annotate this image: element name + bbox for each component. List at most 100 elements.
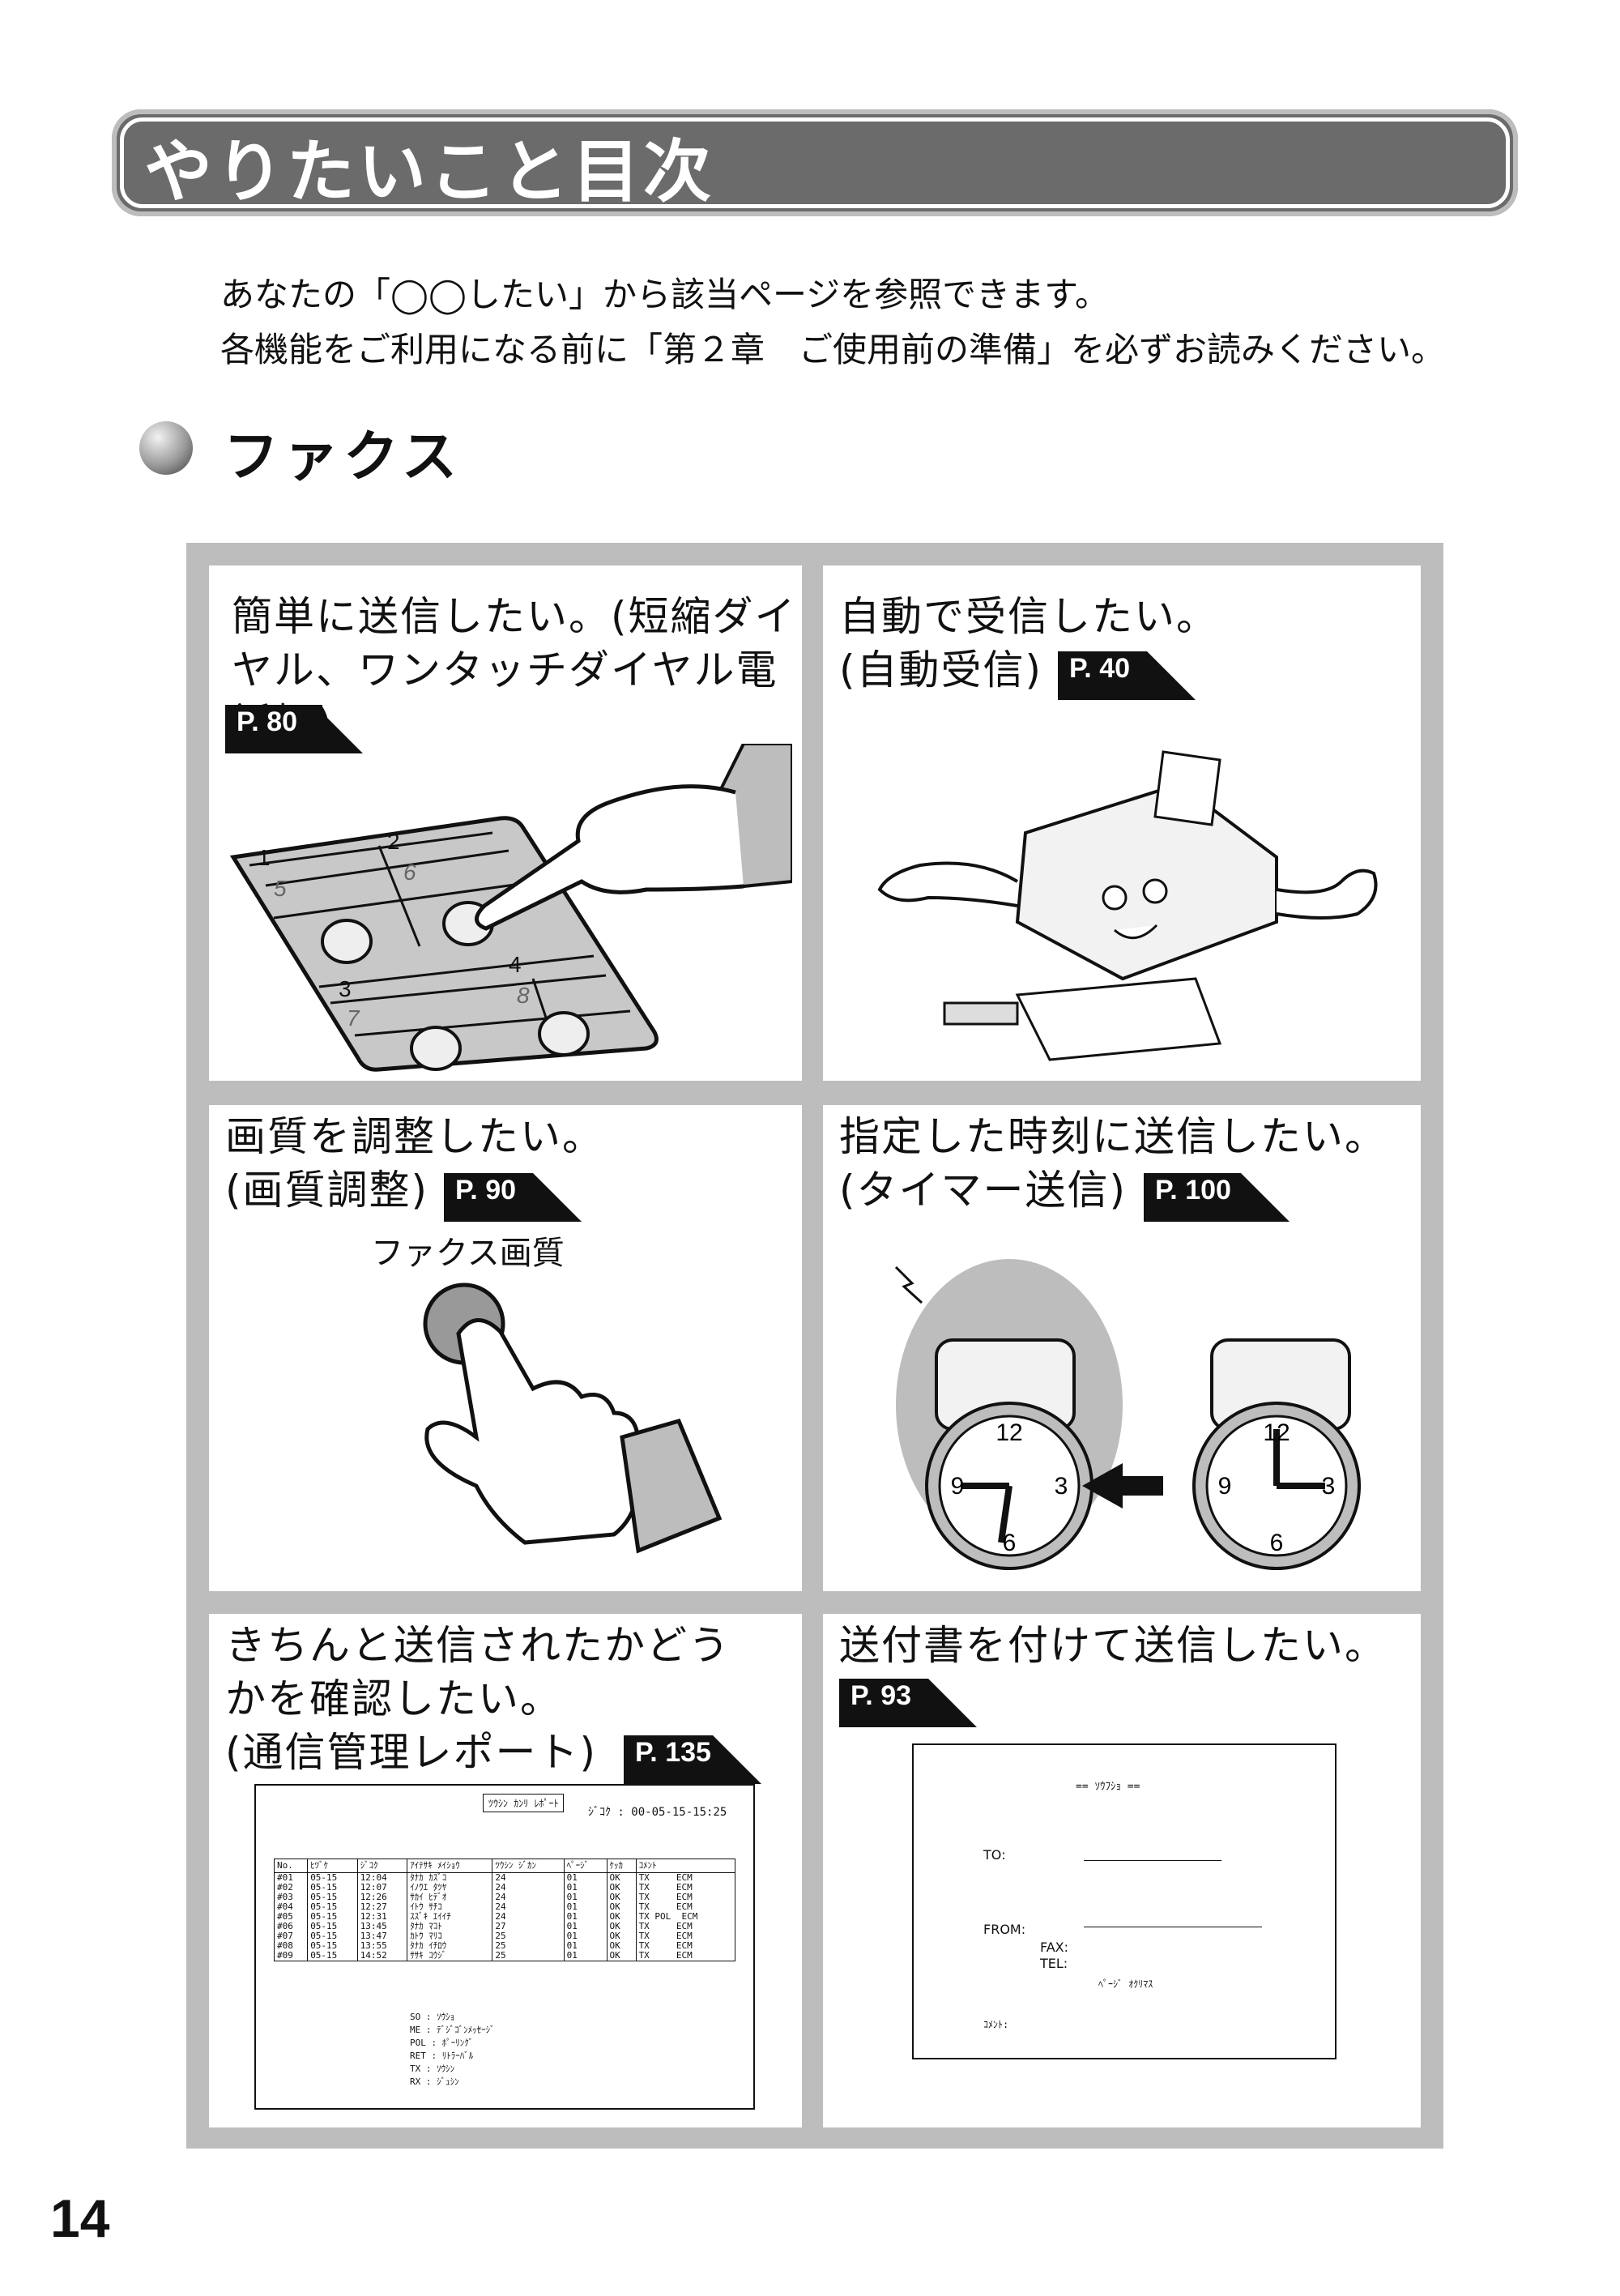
report-cell: #03 [273,1893,309,1902]
report-header-cell: ｼﾞｺｸ [356,1859,408,1873]
clock-9: 9 [1218,1473,1232,1500]
cover-comment-label: ｺﾒﾝﾄ: [983,2019,1009,2030]
report-cell: ﾀﾅｶ ｲﾁﾛｳ [407,1941,493,1951]
report-cell: 05-15 [307,1883,358,1893]
report-header-cell: ﾍﾟｰｼﾞ [563,1859,608,1873]
page-ref-label: P. 40 [1069,653,1131,684]
report-cell: 01 [563,1951,608,1961]
report-cell: TX ECM [635,1951,736,1961]
page-ref-tag[interactable]: P. 135 [624,1735,761,1784]
section-bullet-icon [139,421,193,475]
clock-12: 12 [995,1419,1022,1446]
cell-timer-send: 指定した時刻に送信したい。 (タイマー送信) P. 100 12 3 6 9 [823,1105,1421,1591]
report-cell: TX ECM [635,1941,736,1951]
key-label-1: 1 [258,845,271,870]
report-cell: 05-15 [307,1922,358,1931]
cell-title-line-1: 画質を調整したい。 [225,1113,604,1160]
report-header-row: No.ﾋﾂﾞｹｼﾞｺｸｱｲﾃｻｷ ﾒｲｼｮｳﾂｳｼﾝ ｼﾞｶﾝﾍﾟｰｼﾞｹｯｶｺ… [273,1859,736,1873]
report-cell: TX ECM [635,1922,736,1931]
report-sheet: ﾂｳｼﾝ ｶﾝﾘ ﾚﾎﾟｰﾄ ｼﾞｺｸ : 00-05-15-15:25 No.… [254,1784,755,2110]
report-cell: 05-15 [307,1893,358,1902]
cell-title-line-2: かを確認したい。 [225,1675,562,1722]
report-cell: OK [606,1912,637,1922]
report-legend-item: RX : ｼﾞｭｼﾝ [410,2076,459,2087]
speed-dial-panel-illustration: 1 2 5 6 3 4 7 8 [229,744,792,1072]
key-label-6: 6 [403,860,416,885]
report-cell: 27 [492,1922,565,1931]
tag-arrow-icon [225,705,363,753]
cover-to-line [1084,1860,1221,1861]
timer-clocks-illustration: 12 3 6 9 12 3 6 9 [894,1259,1361,1570]
report-cell: 12:27 [356,1902,408,1912]
tag-arrow-icon [444,1173,582,1222]
report-cell: 01 [563,1883,608,1893]
report-header-cell: No. [273,1859,309,1873]
report-cell: 24 [492,1872,565,1883]
report-header-cell: ｺﾒﾝﾄ [635,1859,736,1873]
ring-icon [894,1265,923,1304]
cell-title-line-1: 自動で受信したい。 [839,593,1218,640]
report-cell: TX ECM [635,1931,736,1941]
report-cell: 12:26 [356,1893,408,1902]
cover-tel-label: TEL: [1040,1956,1068,1971]
key-label-2: 2 [387,829,400,854]
section-title: ファクス [224,425,462,489]
report-cell: 24 [492,1883,565,1893]
report-header-cell: ｱｲﾃｻｷ ﾒｲｼｮｳ [407,1859,493,1873]
report-legend-item: SO : ｿｳｼｮ [410,2012,455,2022]
cell-title-line-2: (タイマー送信) [839,1167,1128,1214]
report-cell: #06 [273,1922,309,1931]
report-cell: 05-15 [307,1931,358,1941]
clock-3: 3 [1322,1473,1336,1500]
report-cell: #05 [273,1912,309,1922]
report-legend-item: POL : ﾎﾟｰﾘﾝｸﾞ [410,2038,474,2048]
report-cell: 13:55 [356,1941,408,1951]
report-cell: #01 [273,1872,309,1883]
report-cell: TX POL ECM [635,1912,736,1922]
key-label-3: 3 [339,976,352,1001]
cell-speed-dial: 簡単に送信したい。(短縮ダイ ヤル、ワンタッチダイヤル電話帳) P. 80 1 … [209,565,802,1081]
cover-title: == ｿｳﾌｼｮ == [1076,1781,1140,1793]
cover-fax-label: FAX: [1040,1940,1069,1955]
cover-from-label: FROM: [983,1922,1026,1937]
cell-title-line-1: 簡単に送信したい。(短縮ダイ [232,593,797,640]
report-cell: 14:52 [356,1951,408,1961]
page-ref-label: P. 100 [1155,1175,1231,1206]
intro-line-2: 各機能をご利用になる前に「第２章 ご使用前の準備」を必ずお読みください。 [220,330,1446,369]
report-cell: 24 [492,1912,565,1922]
report-cell: OK [606,1951,637,1961]
page-number: 14 [50,2188,110,2248]
report-cell: OK [606,1931,637,1941]
page-ref-tag[interactable]: P. 90 [444,1173,582,1222]
report-cell: 05-15 [307,1902,358,1912]
clock-12: 12 [1263,1419,1290,1446]
fax-machine-character-illustration [877,750,1378,1061]
cell-title-line-2: (画質調整) [225,1167,429,1214]
report-cell: TX ECM [635,1902,736,1912]
title-banner: やりたいこと目次 [112,109,1518,216]
clock-6: 6 [1270,1530,1284,1556]
page-title: やりたいこと目次 [144,132,715,211]
page-ref-tag[interactable]: P. 80 [225,705,363,753]
page-ref-tag[interactable]: P. 100 [1144,1173,1290,1222]
page-ref-tag[interactable]: P. 40 [1058,651,1196,700]
clock-right: 12 3 6 9 [1192,1402,1361,1570]
report-cell: 25 [492,1951,565,1961]
key-label-7: 7 [347,1005,360,1031]
report-cell: 12:07 [356,1883,408,1893]
page-ref-label: P. 80 [237,706,298,737]
report-cell: 12:31 [356,1912,408,1922]
page-ref-tag[interactable]: P. 93 [839,1679,977,1727]
report-cell: ｶﾄｳ ﾏﾘｺ [407,1931,493,1941]
report-legend-item: RET : ﾘﾄﾗｰﾊﾞﾙ [410,2051,474,2061]
key-label-4: 4 [509,952,522,977]
report-cell: TX ECM [635,1883,736,1893]
